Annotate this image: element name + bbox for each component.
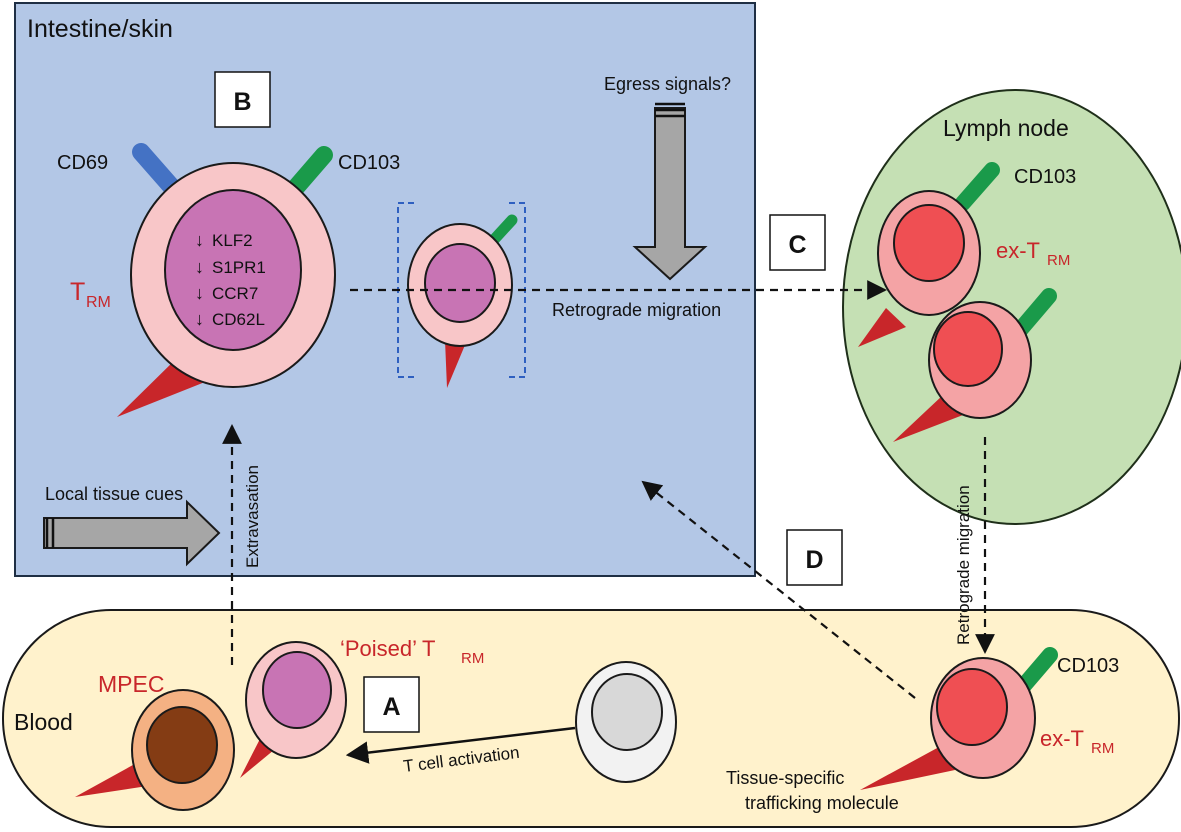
ex-trm-label: ex-T [996,238,1040,263]
extravasation-label: Extravasation [243,465,262,568]
local-cues-label: Local tissue cues [45,484,183,504]
ex-trm-cell-lower [893,288,1057,442]
egress-label: Egress signals? [604,74,731,94]
box-c: C [769,214,826,271]
ex-trm-cell-upper [858,162,1000,347]
ex-trm-label-sub: RM [1047,252,1070,269]
cd103-label: CD103 [338,152,400,174]
gene-cd62l: CD62L [212,310,265,329]
gene-arrow-2: ↓ [195,257,204,277]
gene-ccr7: CCR7 [212,284,258,303]
trm-label: T [70,278,85,306]
activation-arrow [345,726,576,764]
naive-t-cell [575,661,677,783]
mpec-cell [75,689,235,811]
local-cues-arrow [43,499,221,567]
box-a: A [363,676,420,733]
blood-ex-trm-label-sub: RM [1091,740,1114,757]
mpec-label: MPEC [98,671,164,697]
lymph-node-region [842,89,1181,525]
cd69-label: CD69 [57,152,108,174]
svg-text:B: B [233,88,251,116]
egress-arrow [632,102,708,281]
cd103-marker [283,146,333,201]
retrograde-label-horizontal: Retrograde migration [552,300,721,320]
trm-cell-main [117,143,336,417]
retrograde-label-vertical: Retrograde migration [954,485,973,645]
gene-arrow-4: ↓ [195,309,204,329]
poised-trm-label-sub: RM [461,650,484,667]
lymph-node-label: Lymph node [943,115,1069,141]
svg-text:C: C [788,231,806,259]
trm-nucleus [164,189,302,351]
reentry-arrow [641,480,916,699]
tissue-region-label: Intestine/skin [27,15,173,43]
trafficking-label-line2: trafficking molecule [745,793,899,813]
trafficking-label-line1: Tissue-specific [726,768,844,788]
blood-ex-trm-label: ex-T [1040,726,1084,751]
migrating-trm-cell [397,202,526,388]
box-b: B [214,71,271,128]
lymph-cd103-label: CD103 [1014,166,1076,188]
blood-cd103-label: CD103 [1057,655,1119,677]
blood-ex-trm-cell [860,647,1058,790]
gene-klf2: KLF2 [212,231,253,250]
gene-arrow-1: ↓ [195,230,204,250]
gene-s1pr1: S1PR1 [212,258,266,277]
trm-label-sub: RM [86,294,111,311]
svg-text:D: D [805,546,823,574]
gene-arrow-3: ↓ [195,283,204,303]
blood-label: Blood [14,709,73,735]
svg-text:A: A [382,693,400,721]
poised-trm-cell [240,641,347,778]
box-d: D [786,529,843,586]
poised-trm-label: ‘Poised’ T [340,636,435,661]
